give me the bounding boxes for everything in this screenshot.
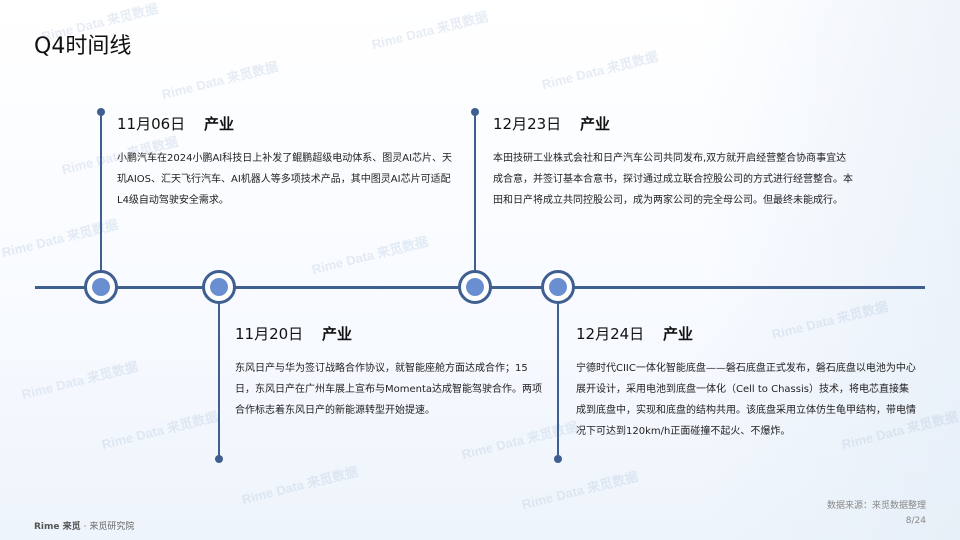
event-date: 11月06日 bbox=[117, 115, 186, 133]
watermark: Rime Data 来觅数据 bbox=[100, 408, 220, 453]
watermark: Rime Data 来觅数据 bbox=[540, 48, 660, 93]
watermark: Rime Data 来觅数据 bbox=[520, 468, 640, 513]
page-number: 8/24 bbox=[905, 516, 926, 526]
timeline-event: 12月23日 产业 本田技研工业株式会社和日产汽车公司共同发布,双方就开启经营整… bbox=[493, 113, 855, 211]
event-date: 12月23日 bbox=[493, 115, 562, 133]
logo-brand: Rime 来觅 bbox=[34, 522, 81, 532]
page-title: Q4时间线 bbox=[34, 34, 132, 59]
event-category: 产业 bbox=[203, 115, 234, 133]
event-category: 产业 bbox=[321, 325, 352, 343]
data-source-note: 数据来源：来觅数据整理 bbox=[826, 501, 926, 511]
timeline-event: 11月06日 产业 小鹏汽车在2024小鹏AI科技日上补发了鲲鹏超级电动体系、图… bbox=[117, 113, 457, 211]
connector-endpoint bbox=[554, 455, 562, 463]
event-description: 宁德时代CIIC一体化智能底盘——磐石底盘正式发布，磐石底盘以电池为中心展开设计… bbox=[576, 363, 916, 437]
connector-endpoint bbox=[471, 108, 479, 116]
watermark: Rime Data 来觅数据 bbox=[370, 8, 490, 53]
brand-logo: Rime 来觅· 来觅研究院 bbox=[34, 519, 134, 532]
event-description: 本田技研工业株式会社和日产汽车公司共同发布,双方就开启经营整合协商事宜达成合意，… bbox=[493, 153, 853, 206]
timeline-event: 11月20日 产业 东风日产与华为签订战略合作协议，就智能座舱方面达成合作；15… bbox=[235, 323, 547, 421]
event-category: 产业 bbox=[662, 325, 693, 343]
event-description: 东风日产与华为签订战略合作协议，就智能座舱方面达成合作；15日，东风日产在广州车… bbox=[235, 363, 543, 416]
watermark: Rime Data 来觅数据 bbox=[160, 58, 280, 103]
logo-subtitle: · 来觅研究院 bbox=[83, 522, 135, 532]
watermark: Rime Data 来觅数据 bbox=[460, 418, 580, 463]
connector-line bbox=[218, 302, 220, 457]
timeline-node bbox=[84, 270, 118, 304]
connector-line bbox=[557, 302, 559, 457]
event-category: 产业 bbox=[579, 115, 610, 133]
event-date: 12月24日 bbox=[576, 325, 645, 343]
watermark: Rime Data 来觅数据 bbox=[310, 233, 430, 278]
connector-endpoint bbox=[97, 108, 105, 116]
event-description: 小鹏汽车在2024小鹏AI科技日上补发了鲲鹏超级电动体系、图灵AI芯片、天玑AI… bbox=[117, 153, 453, 206]
timeline-node bbox=[458, 270, 492, 304]
connector-line bbox=[474, 113, 476, 273]
connector-line bbox=[100, 113, 102, 273]
connector-endpoint bbox=[215, 455, 223, 463]
watermark: Rime Data 来觅数据 bbox=[240, 463, 360, 508]
timeline-node bbox=[202, 270, 236, 304]
watermark: Rime Data 来觅数据 bbox=[20, 358, 140, 403]
timeline-node bbox=[541, 270, 575, 304]
timeline-event: 12月24日 产业 宁德时代CIIC一体化智能底盘——磐石底盘正式发布，磐石底盘… bbox=[576, 323, 918, 442]
background-decoration bbox=[700, 0, 960, 540]
event-date: 11月20日 bbox=[235, 325, 304, 343]
